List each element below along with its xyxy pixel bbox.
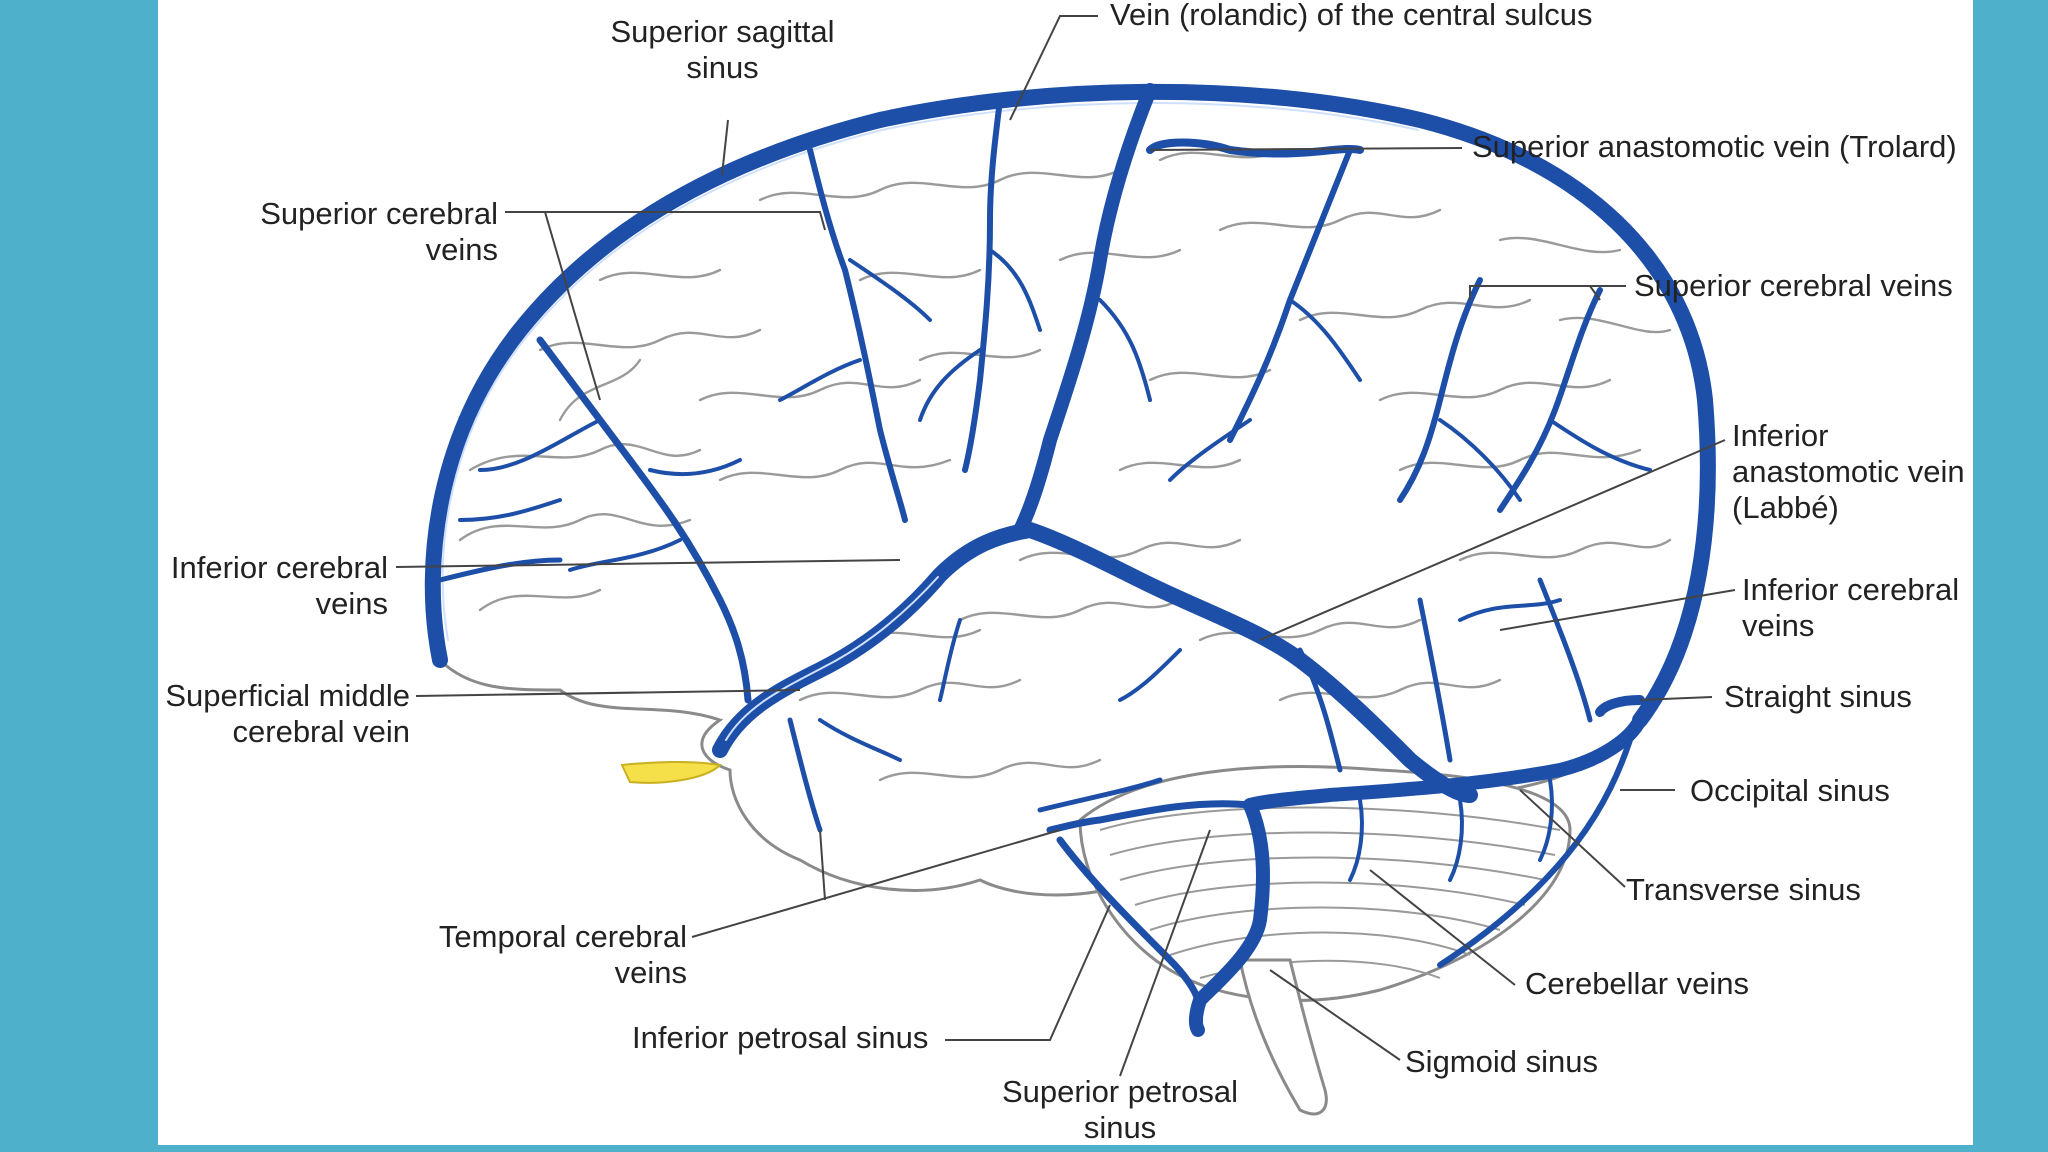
label-vein-central-sulcus: Vein (rolandic) of the central sulcus	[1110, 0, 1593, 32]
brainstem	[1238, 958, 1328, 1116]
superior-petrosal-vessel	[1046, 800, 1254, 834]
label-inferior-petrosal-sinus: Inferior petrosal sinus	[632, 1020, 929, 1055]
inferior-petrosal-vessel	[1056, 836, 1202, 1004]
label-sigmoid-sinus: Sigmoid sinus	[1405, 1044, 1598, 1079]
sigmoid-sinus-vessel	[1188, 798, 1270, 1037]
cortical-gyri	[458, 148, 1672, 782]
rolandic-vein-vessel	[1013, 83, 1157, 537]
label-superior-anastomotic-vein: Superior anastomotic vein (Trolard)	[1472, 129, 1957, 164]
label-superior-cerebral-veins-right: Superior cerebral veins	[1634, 268, 1953, 303]
straight-sinus-vessel	[1595, 695, 1645, 717]
venous-system	[424, 83, 1716, 1037]
cerebellum	[1078, 765, 1572, 1002]
label-transverse-sinus: Transverse sinus	[1626, 872, 1861, 907]
label-occipital-sinus: Occipital sinus	[1690, 773, 1890, 808]
optic-nerve	[620, 760, 723, 784]
label-straight-sinus: Straight sinus	[1724, 679, 1912, 714]
label-cerebellar-veins: Cerebellar veins	[1525, 966, 1749, 1001]
leader-lines	[395, 15, 1736, 1077]
